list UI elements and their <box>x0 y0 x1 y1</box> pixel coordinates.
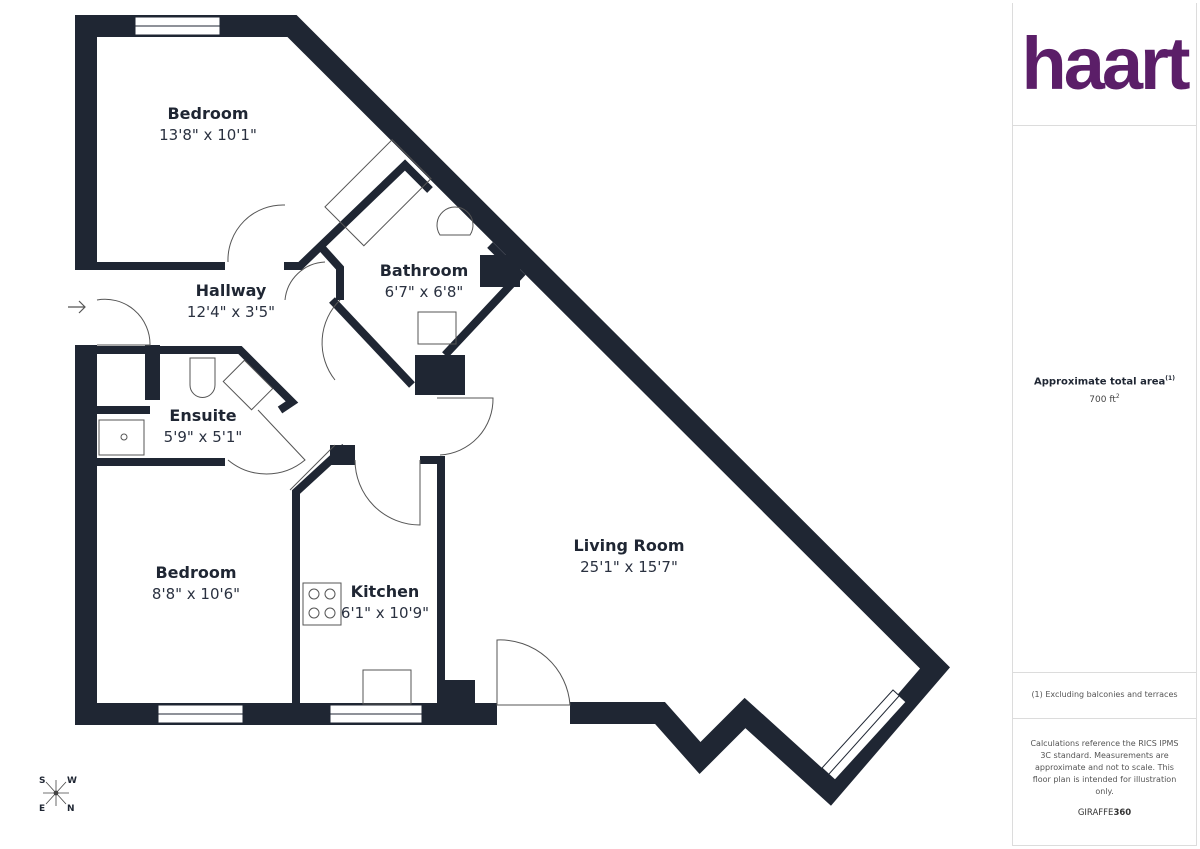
area-value: 700 ft2 <box>1013 393 1196 405</box>
brand-light: GIRAFFE <box>1077 808 1114 818</box>
room-bedroom-2: Bedroom 8'8" x 10'6" <box>152 563 240 603</box>
footnote-section: (1) Excluding balconies and terraces <box>1013 672 1196 719</box>
room-name: Ensuite <box>169 406 237 425</box>
room-dims: 6'7" x 6'8" <box>384 283 464 301</box>
room-bedroom-1: Bedroom 13'8" x 10'1" <box>159 104 257 144</box>
compass-east: E <box>39 804 46 814</box>
room-name: Bedroom <box>155 563 237 582</box>
basin-icon <box>417 311 457 345</box>
room-dims: 25'1" x 15'7" <box>580 558 678 576</box>
bath-icon <box>324 138 432 247</box>
brand-bold: 360 <box>1113 808 1132 818</box>
room-dims: 13'8" x 10'1" <box>159 126 257 144</box>
area-title-text: Approximate total area <box>1034 376 1166 388</box>
room-name: Bedroom <box>167 104 249 123</box>
fixtures <box>98 138 474 705</box>
room-dims: 5'9" x 5'1" <box>163 428 243 446</box>
room-dims: 8'8" x 10'6" <box>151 585 241 603</box>
compass-south: S <box>39 776 46 786</box>
area-title: Approximate total area(1) <box>1013 375 1196 387</box>
disclaimer: Calculations reference the RICS IPMS 3C … <box>1030 739 1179 796</box>
room-dims: 12'4" x 3'5" <box>186 303 276 321</box>
kitchen-sink-icon <box>362 669 412 705</box>
compass-icon <box>43 780 69 806</box>
room-dims: 6'1" x 10'9" <box>340 604 430 622</box>
toilet-icon <box>436 206 474 236</box>
room-kitchen: Kitchen 6'1" x 10'9" <box>341 582 429 622</box>
footnote: (1) Excluding balconies and terraces <box>1031 690 1178 699</box>
wall-blocks <box>145 255 520 714</box>
disclaimer-section: Calculations reference the RICS IPMS 3C … <box>1013 718 1196 846</box>
compass-west: W <box>67 776 77 786</box>
entrance-arrow-icon <box>68 300 86 314</box>
room-ensuite: Ensuite 5'9" x 5'1" <box>164 406 243 446</box>
room-hallway: Hallway 12'4" x 3'5" <box>187 281 275 321</box>
giraffe360-brand: GIRAFFE360 <box>1013 808 1196 818</box>
room-bathroom: Bathroom 6'7" x 6'8" <box>380 261 469 301</box>
ensuite-toilet-icon <box>189 357 216 398</box>
door-swings <box>96 204 571 706</box>
interior-walls <box>97 159 526 705</box>
ensuite-basin-icon <box>222 359 274 411</box>
info-panel: haart Approximate total area(1) 700 ft2 … <box>1012 3 1197 846</box>
hob-icon <box>302 582 342 626</box>
room-name: Living Room <box>573 536 685 555</box>
area-note-marker: (1) <box>1165 375 1175 382</box>
logo-section: haart <box>1013 3 1196 126</box>
area-unit-sup: 2 <box>1115 393 1120 401</box>
windows <box>134 16 907 781</box>
compass-north: N <box>67 804 75 814</box>
room-name: Hallway <box>195 281 267 300</box>
room-living-room: Living Room 25'1" x 15'7" <box>574 536 685 576</box>
area-section: Approximate total area(1) 700 ft2 <box>1013 125 1196 673</box>
floor-plan <box>43 15 951 806</box>
haart-logo: haart <box>1021 22 1191 105</box>
area-value-text: 700 ft <box>1089 395 1116 406</box>
room-name: Bathroom <box>379 261 469 280</box>
shower-icon <box>98 419 145 456</box>
room-name: Kitchen <box>350 582 420 601</box>
